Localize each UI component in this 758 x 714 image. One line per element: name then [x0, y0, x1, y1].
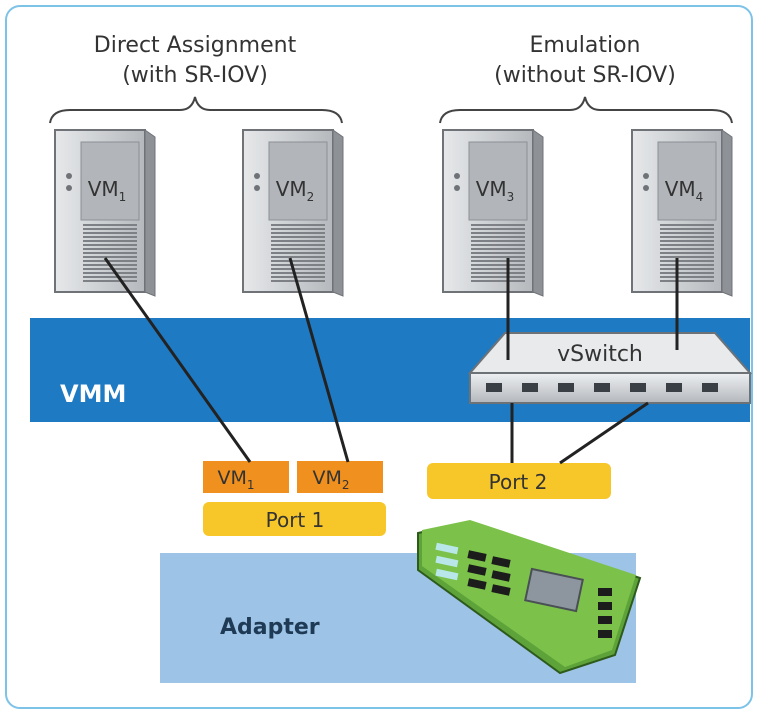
port-1 — [203, 502, 386, 536]
vf-slot-1-label: VM1 — [217, 467, 254, 492]
nic-card — [417, 520, 642, 675]
vm-label-4: VM4 — [665, 177, 704, 204]
vm-server-1: VM1 — [54, 129, 156, 297]
vswitch-label: vSwitch — [557, 342, 643, 367]
link-vswitch-to-port2-b — [559, 401, 649, 465]
vswitch: vSwitch — [467, 332, 753, 404]
vf-slot-1 — [203, 461, 289, 493]
vswitch-ports — [486, 383, 718, 392]
port-1-label: Port 1 — [266, 508, 325, 532]
port-2-label: Port 2 — [489, 470, 548, 494]
vm-server-2: VM2 — [242, 129, 344, 297]
vmm-label: VMM — [60, 380, 126, 408]
vf-slot-2 — [297, 461, 383, 493]
link-vm2-to-vf2 — [288, 257, 350, 463]
adapter-label: Adapter — [220, 615, 320, 640]
vm-label-3: VM3 — [476, 177, 515, 204]
group-label-emulation: Emulation — [529, 33, 640, 58]
brace-emulation — [439, 96, 733, 124]
vf-slot-2-label: VM2 — [312, 467, 349, 492]
group-label-direct-assignment: Direct Assignment — [94, 33, 297, 58]
group-label-direct-assignment-sub: (with SR-IOV) — [122, 63, 268, 88]
vm-server-4: VM4 — [631, 129, 733, 297]
port-2 — [427, 463, 611, 499]
vm-label-1: VM1 — [88, 177, 127, 204]
link-vm1-to-vf1 — [103, 257, 252, 463]
connections — [103, 257, 679, 465]
vm-label-2: VM2 — [276, 177, 315, 204]
vm-server-3: VM3 — [442, 129, 544, 297]
brace-direct-assignment — [49, 96, 343, 124]
group-label-emulation-sub: (without SR-IOV) — [494, 63, 676, 88]
